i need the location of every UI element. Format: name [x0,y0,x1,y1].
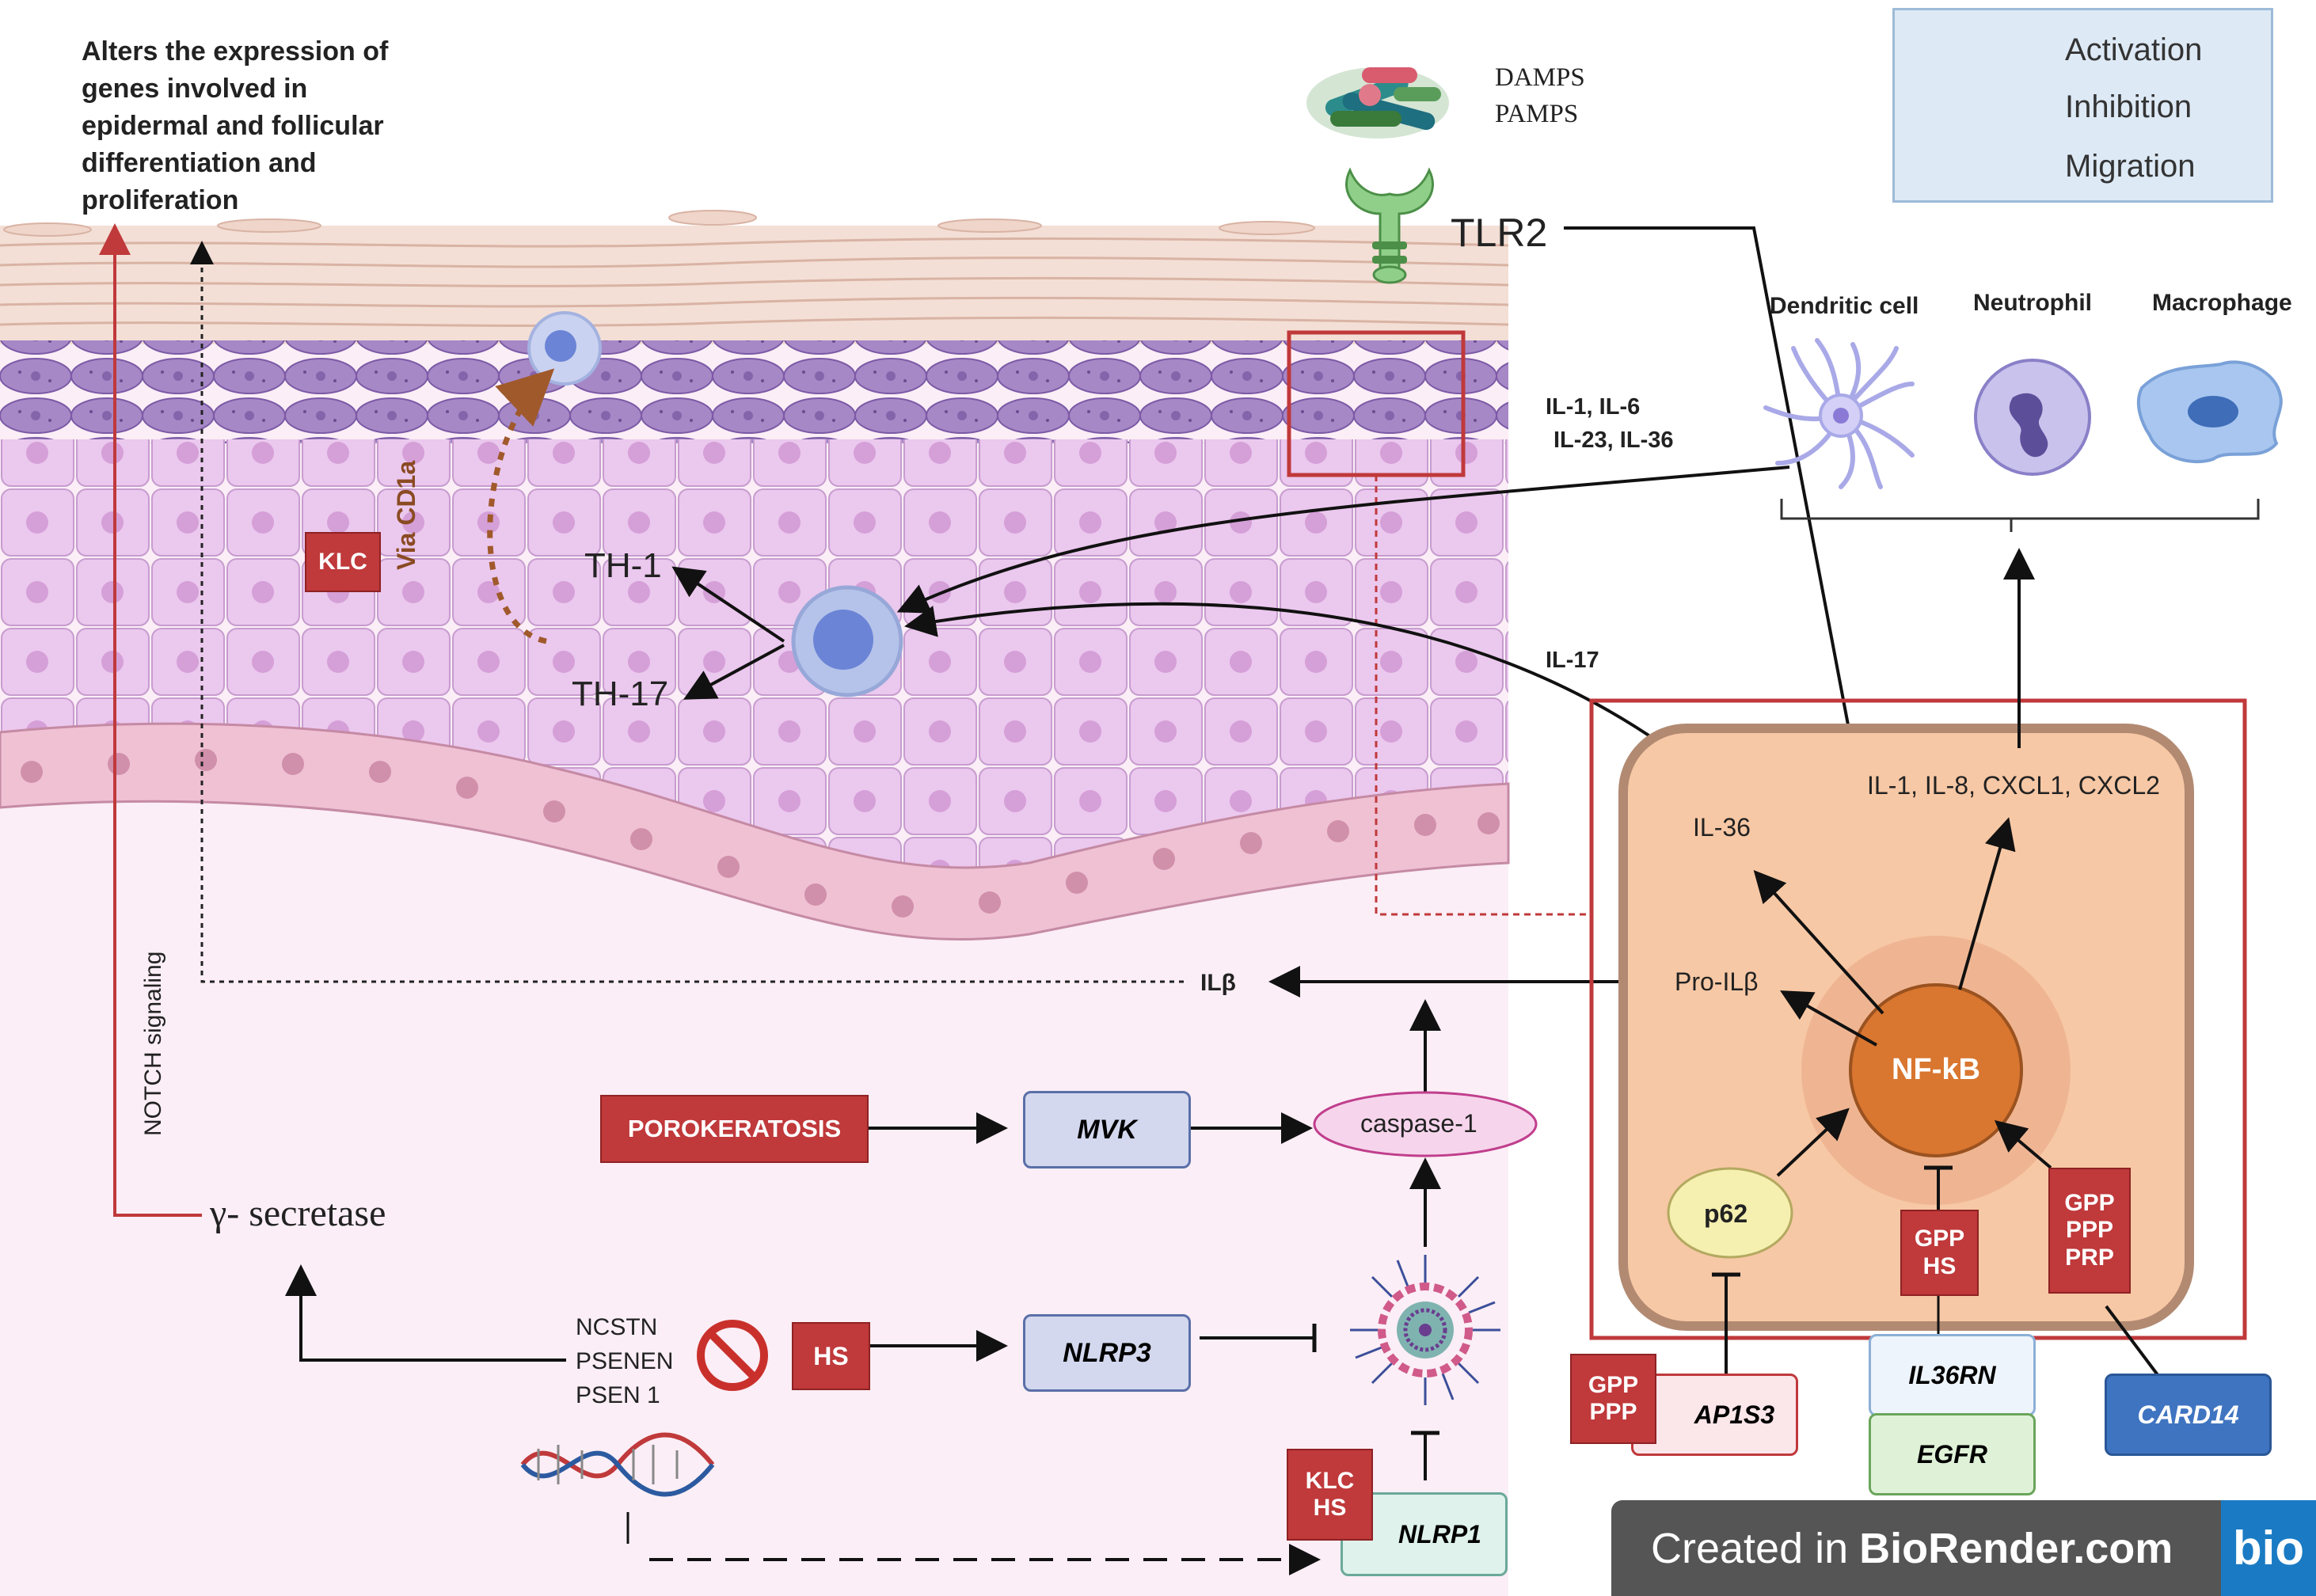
neutrophil-icon [1974,359,2091,476]
p62-node [1667,1167,1793,1259]
ap1s3-box: AP1S3 [1631,1374,1798,1456]
ap1s3-modifier-box: GPP PPP [1570,1354,1656,1444]
watermark-brand: BioRender.com [1859,1524,2173,1572]
gamma-secretase-label: γ- secretase [210,1192,386,1234]
th1-arrow [671,566,785,643]
legend-inhibition-label: Inhibition [2065,89,2192,124]
hs-box: HS [792,1322,870,1390]
migration-arrow [487,368,555,644]
nfkb-il36-arrow [1753,870,1884,1015]
legend-activation-label: Activation [2065,32,2203,67]
legend-migration-label: Migration [2065,149,2196,184]
dc-to-tcell-arrow [896,466,1790,614]
damps-icon [1306,67,1449,139]
nlrp3-box: NLRP3 [1023,1314,1191,1392]
dc-cytokines: IL-1, IL-6 IL-23, IL-36 [1546,394,1674,453]
gpp-hs-box: GPP HS [1900,1210,1979,1296]
prohibited-icon [697,1320,768,1391]
damps-label: DAMPS PAMPS [1495,63,1585,128]
p62-label: p62 [1704,1199,1748,1228]
via-cd1a-label: Via CD1a [392,460,420,570]
dendritic-cell-icon [1763,338,1915,489]
outputs-label: IL-1, IL-8, CXCL1, CXCL2 [1867,771,2160,800]
th17-arrow [683,644,785,700]
top-note: Alters the expression of genes involved … [82,36,389,215]
basal-nuclei [21,749,1500,918]
dendritic-cell-label: Dendritic cell [1770,293,1919,319]
zoom-connector [1375,475,1592,916]
pro-ilb-label: Pro-ILβ [1675,967,1759,996]
granular-layer [0,340,1508,443]
porokeratosis-box: POROKERATOSIS [600,1095,869,1163]
genes-arrow [285,1264,566,1362]
egfr-box: EGFR [1869,1413,2036,1495]
nfkb-nucleus [1849,983,2023,1157]
legend: Activation Inhibition Migration [1892,8,2273,203]
stratum-corneum [0,210,1509,344]
klc-box: KLC [305,532,381,592]
biorender-logo-icon: bio [2221,1500,2316,1596]
neutrophil-label: Neutrophil [1973,290,2092,316]
il17-label: IL-17 [1546,648,1599,673]
nlrp1-label: NLRP1 [1398,1519,1481,1548]
th1-label: TH-1 [584,546,662,585]
immune-bracket [1780,499,2260,520]
ilb-label: ILβ [1200,970,1236,996]
caspase-label: caspase-1 [1360,1109,1477,1138]
gpp-ppp-prp-box: GPP PPP PRP [2048,1168,2131,1294]
nlrp1-modifier-box: KLC HS [1287,1449,1373,1541]
notch-label: NOTCH signaling [140,951,166,1136]
p62-arrow [1776,1108,1850,1177]
tlr2-icon [1345,167,1434,284]
notch-line [99,223,202,1217]
mvk-box: MVK [1023,1091,1191,1168]
th17-label: TH-17 [572,674,669,713]
tlr2-label: TLR2 [1451,211,1548,255]
nfkb-proilb-arrow [1780,990,1877,1047]
gpp-prp-arrow [1994,1119,2052,1169]
nfkb-outputs-arrow [1958,817,2016,990]
biorender-watermark: Created in BioRender.com bio [1611,1500,2316,1596]
inflammasome-icon [1350,1255,1500,1405]
caspase-node [1313,1091,1538,1157]
gene-list: NCSTN PSENEN PSEN 1 [576,1314,674,1408]
nfkb-label: NF-kB [1892,1053,1980,1086]
dna-icon [520,1432,715,1497]
il36rn-box: IL36RN [1869,1334,2036,1416]
ap1s3-label: AP1S3 [1694,1400,1775,1429]
macrophage-label: Macrophage [2152,290,2292,316]
macrophage-icon [2136,360,2283,464]
watermark-prefix: Created in [1651,1524,1849,1572]
card14-box: CARD14 [2105,1374,2272,1456]
ilb-dotted-line [190,241,1184,983]
il36-label: IL-36 [1693,813,1751,842]
